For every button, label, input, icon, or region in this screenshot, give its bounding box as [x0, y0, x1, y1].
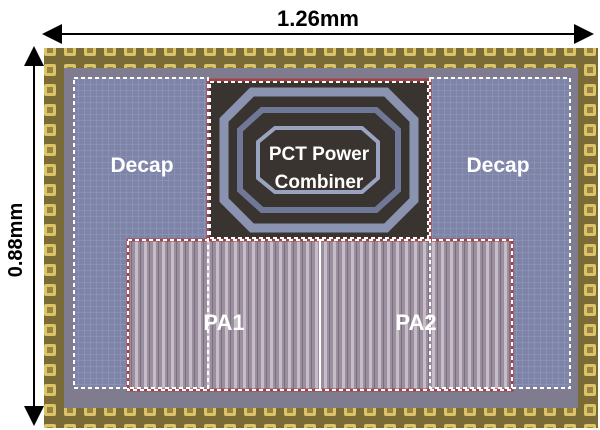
pa2-label: PA2 — [395, 310, 436, 335]
decap-right-label: Decap — [466, 154, 529, 177]
outline-combiner — [209, 81, 429, 239]
combiner-area — [206, 78, 432, 242]
outline-pa2 — [319, 239, 513, 391]
combiner-coil-core — [256, 126, 380, 194]
combiner-label-line1: PCT Power — [269, 144, 370, 165]
height-label: 0.88mm — [5, 203, 27, 278]
outline-decap-left — [73, 77, 209, 389]
combiner-coil-inner — [237, 107, 401, 213]
combiner-coil-outer — [219, 87, 419, 233]
outline-decap-right — [429, 77, 571, 389]
pa1-label: PA1 — [203, 310, 244, 335]
combiner-label-line2: Combiner — [275, 172, 364, 193]
decap-left-label: Decap — [110, 154, 173, 177]
width-label: 1.26mm — [277, 6, 359, 31]
